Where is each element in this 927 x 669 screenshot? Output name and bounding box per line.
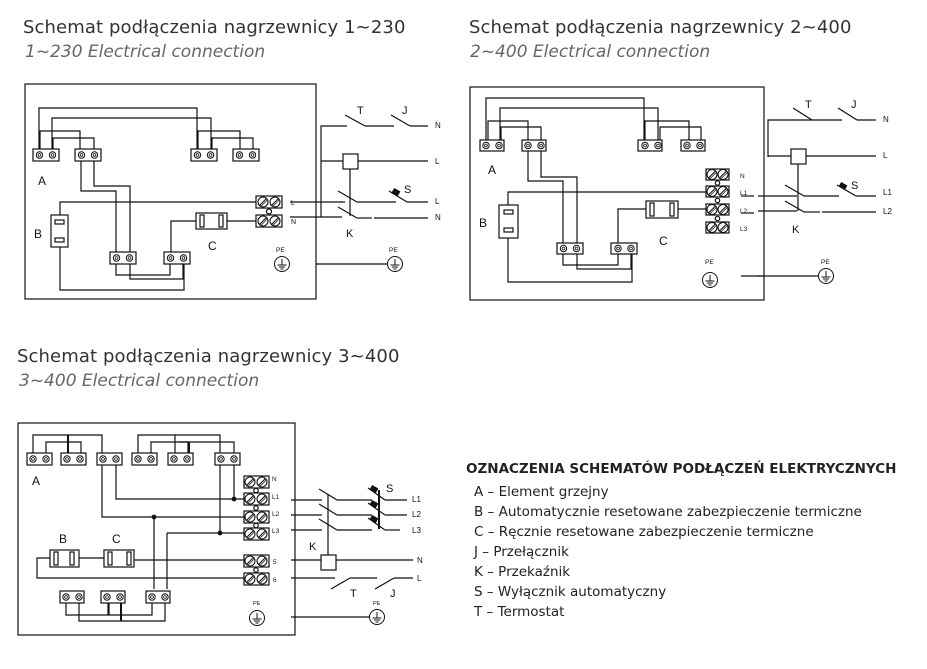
d3-terminal-6: 6 — [273, 577, 277, 584]
d3-label-s: S — [386, 483, 393, 495]
d2-line-n: N — [883, 115, 889, 124]
d2-terminal-l3: L3 — [740, 226, 748, 233]
d1-label-s: S — [404, 184, 411, 196]
diagram-2 — [469, 86, 876, 301]
d1-label-k: K — [346, 228, 354, 240]
d3-label-a: A — [32, 474, 40, 488]
d3-label-t: T — [350, 588, 357, 600]
d3-line-n: N — [417, 556, 423, 565]
d3-terminal-l1: L1 — [272, 494, 280, 501]
d2-label-a: A — [488, 163, 496, 177]
d3-pe-label-ext: PE — [373, 601, 381, 607]
d2-pe-label-ext: PE — [821, 259, 830, 266]
legend-title: OZNACZENIA SCHEMATÓW PODŁĄCZEŃ ELEKTRYCZ… — [466, 461, 897, 477]
diagram-2-subtitle: 2~400 Electrical connection — [470, 42, 711, 62]
d1-label-t: T — [357, 105, 364, 117]
d3-terminal-l3: L3 — [272, 528, 280, 535]
diagram-3-heater-terminals — [26, 452, 241, 466]
legend-item: T – Termostat — [474, 604, 565, 620]
d2-line-l2: L2 — [883, 207, 892, 216]
d2-label-t: T — [805, 99, 812, 111]
d3-terminal-l2: L2 — [272, 511, 280, 518]
diagram-2-enclosure — [469, 86, 765, 301]
d2-label-j: J — [851, 99, 857, 111]
diagram-1-heater-terminals — [32, 148, 260, 162]
d3-line-l3: L3 — [412, 526, 421, 535]
legend-item: J – Przełącznik — [474, 544, 569, 560]
d3-label-j: J — [390, 588, 396, 600]
diagram-3-enclosure — [17, 422, 296, 636]
diagram-2-terminal-block — [705, 168, 730, 234]
d3-line-l: L — [417, 574, 422, 583]
d3-label-c: C — [112, 532, 121, 546]
d3-label-b: B — [59, 532, 67, 546]
d3-terminal-5: 5 — [273, 559, 277, 566]
diagram-3-title: Schemat podłączenia nagrzewnicy 3~400 — [17, 346, 400, 367]
d2-pe-label: PE — [705, 259, 714, 266]
diagram-3-terminal-block — [243, 475, 270, 586]
diagram-2-title: Schemat podłączenia nagrzewnicy 2~400 — [469, 17, 852, 38]
d1-label-j: J — [402, 105, 408, 117]
d3-terminal-n: N — [272, 476, 277, 483]
diagram-3 — [17, 422, 413, 636]
legend-item: A – Element grzejny — [474, 484, 609, 500]
d3-pe-label: PE — [253, 601, 261, 607]
diagram-1-enclosure — [24, 83, 317, 300]
d1-terminal-n: N — [291, 219, 296, 226]
legend-item: S – Wyłącznik automatyczny — [474, 584, 667, 600]
diagram-1-title: Schemat podłączenia nagrzewnicy 1~230 — [23, 17, 406, 38]
diagram-3-subtitle: 3~400 Electrical connection — [19, 371, 260, 391]
legend-item: K – Przekaźnik — [474, 564, 571, 580]
d3-line-l1: L1 — [412, 495, 421, 504]
d1-terminal-l: L — [291, 200, 295, 207]
diagram-1-subtitle: 1~230 Electrical connection — [25, 42, 266, 62]
d1-label-a: A — [38, 174, 46, 188]
d3-label-k: K — [309, 541, 317, 553]
d2-line-l1: L1 — [883, 188, 892, 197]
d1-pe-label: PE — [276, 247, 285, 254]
d2-label-s: S — [851, 180, 858, 192]
d2-terminal-l1: L1 — [740, 190, 748, 197]
d2-terminal-n: N — [740, 173, 745, 180]
legend-item: C – Ręcznie resetowane zabezpieczenie te… — [474, 524, 814, 540]
d1-line-l: L — [435, 157, 440, 166]
legend-list: A – Element grzejny B – Automatycznie re… — [474, 482, 862, 622]
d3-line-l2: L2 — [412, 510, 421, 519]
d1-label-b: B — [34, 227, 42, 241]
d2-label-k: K — [792, 224, 800, 236]
d1-line-n2: N — [435, 213, 441, 222]
d2-line-l: L — [883, 151, 888, 160]
d1-label-c: C — [208, 239, 217, 253]
d2-terminal-l2: L2 — [740, 208, 748, 215]
d2-label-b: B — [479, 216, 487, 230]
legend-item: B – Automatycznie resetowane zabezpiecze… — [474, 504, 862, 520]
d1-line-l2: L — [435, 197, 440, 206]
d2-label-c: C — [659, 234, 668, 248]
diagram-1 — [24, 83, 428, 300]
d1-pe-label-ext: PE — [389, 247, 398, 254]
d1-line-n: N — [435, 121, 441, 130]
